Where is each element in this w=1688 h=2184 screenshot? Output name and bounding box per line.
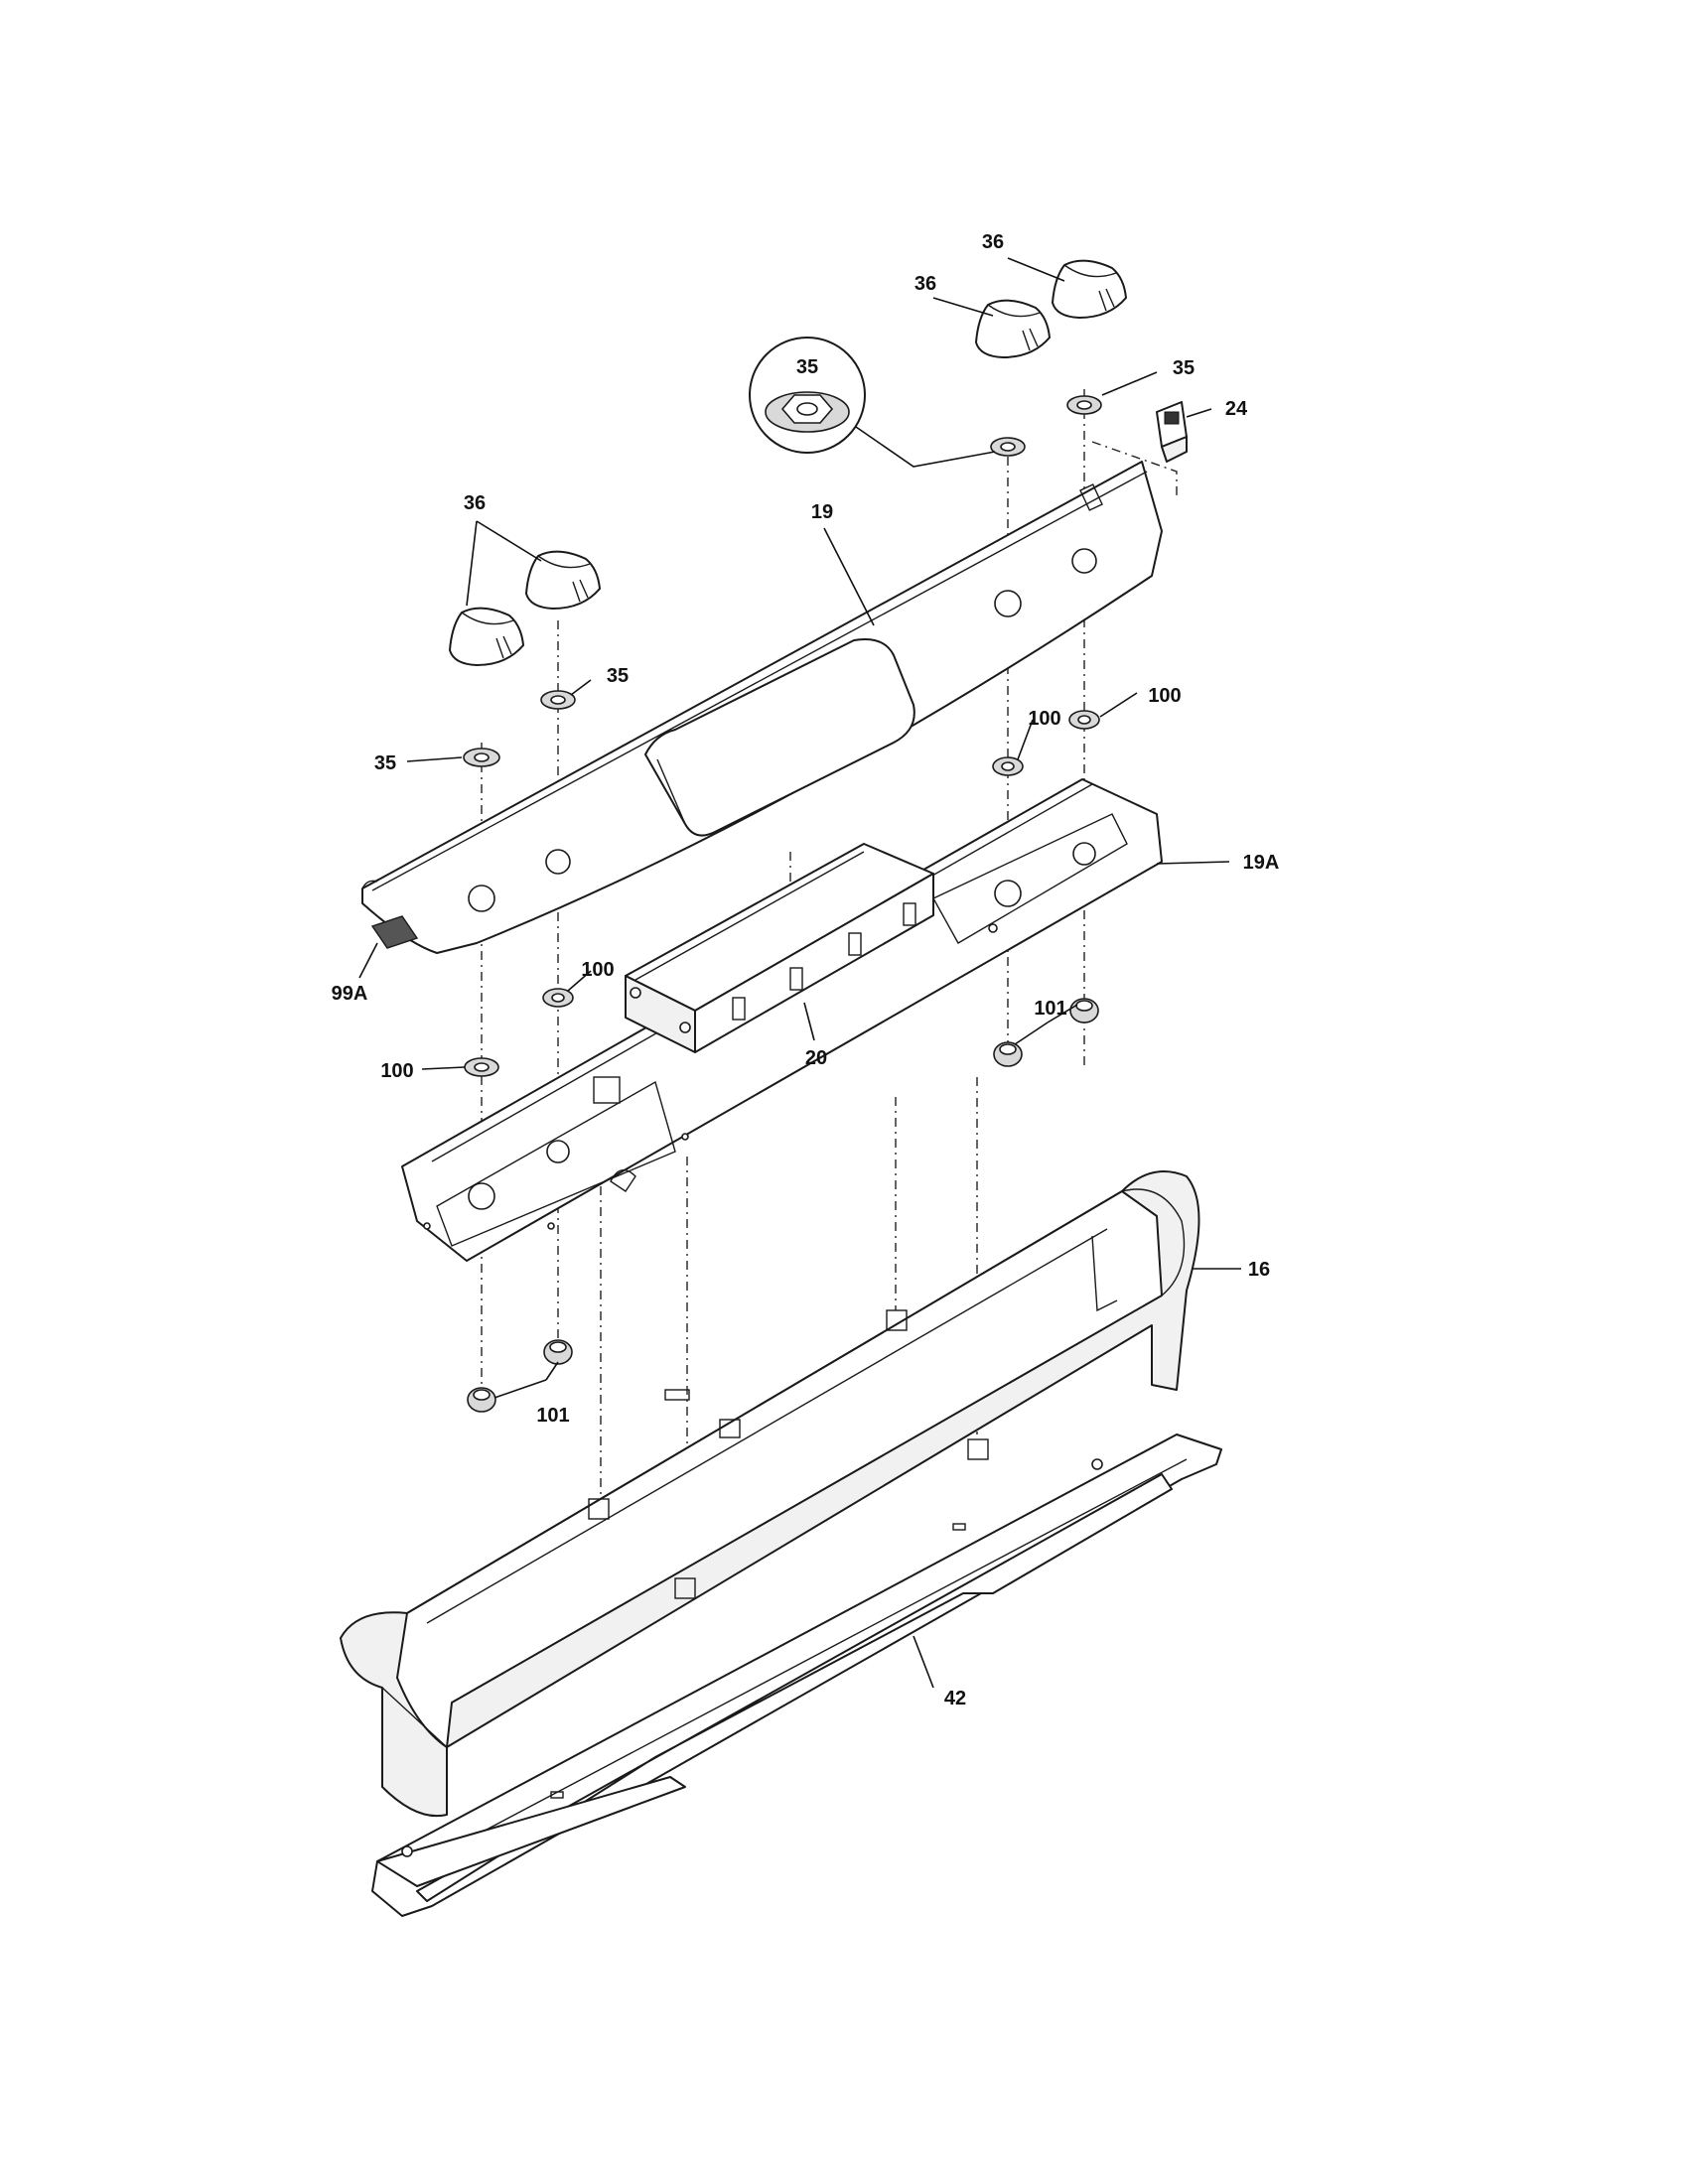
callout-100-left-upper: 100 [581,959,614,981]
callout-100-right-lower: 100 [1028,708,1060,730]
callout-19: 19 [811,501,833,523]
part-100-nuts [464,710,1100,1077]
leader-lines [358,257,1241,1689]
part-35-nuts [463,395,1102,767]
part-24-switch [1156,401,1188,463]
part-42-trim-strip [371,1433,1222,1917]
part-16-console-housing [340,1170,1200,1818]
callout-35-left-lower: 35 [374,752,396,774]
callout-36-left: 36 [464,492,486,514]
callout-24: 24 [1225,398,1248,420]
callout-20: 20 [805,1047,827,1069]
callout-100-right-upper: 100 [1148,685,1181,707]
callout-36-top-mid: 36 [914,273,936,295]
callout-42: 42 [944,1688,966,1709]
callout-99a: 99A [332,983,368,1005]
part-36-knobs [448,259,1128,667]
callout-19a: 19A [1243,852,1280,874]
part-20-control-module [625,843,934,1053]
callout-35-zoom: 35 [796,356,818,378]
callout-100-left-lower: 100 [380,1060,413,1082]
callout-101-left: 101 [536,1405,569,1427]
callout-35-top-right: 35 [1173,357,1195,379]
part-19-control-panel [361,461,1163,954]
callout-35-left-upper: 35 [607,665,629,687]
callout-101-right: 101 [1034,998,1066,1020]
zoom-detail-nut-35 [749,337,996,468]
callout-36-top-right: 36 [982,231,1004,253]
callout-16: 16 [1248,1259,1270,1281]
callout-labels: 36 36 35 35 24 36 19 35 35 100 100 19A 9… [332,231,1280,1709]
